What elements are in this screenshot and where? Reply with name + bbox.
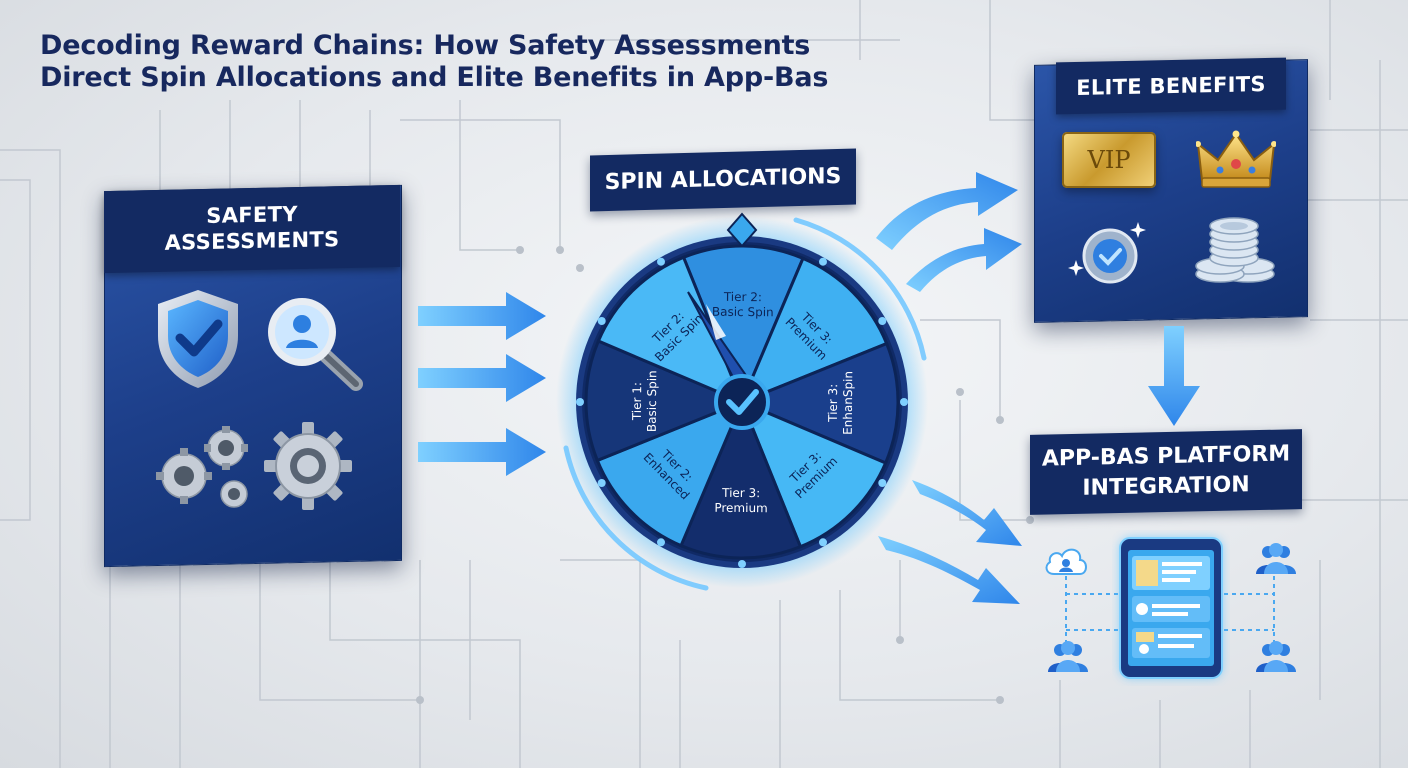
coins-icon [1195,217,1275,283]
spin-allocations-label-text: SPIN ALLOCATIONS [604,163,842,196]
gears-icon [156,426,248,508]
platform-label-line-2: INTEGRATION [1082,472,1250,501]
wheel-rim-dot [738,560,746,568]
users-icon [1048,641,1088,672]
safety-assessments-header: SAFETY ASSESSMENTS [104,184,400,274]
wheel-segment [584,339,746,463]
wheel-rim-dot [878,317,887,325]
wheel-rim-dot [878,479,887,487]
wheel-rim-dot [657,257,665,266]
wheel-segment [596,255,745,405]
title-line-1: Decoding Reward Chains: How Safety Asses… [40,30,811,61]
magnifier-user-icon [268,298,363,391]
wheel-segment [738,341,900,465]
wheel-top-marker [726,212,758,248]
safety-to-spin-arrows [418,292,546,476]
wheel-rim-dot [597,479,606,487]
tablet-icon [1119,537,1223,679]
spin-to-platform-arrows [878,480,1022,604]
wheel-rim-dot [819,257,827,266]
title-line-2: Direct Spin Allocations and Elite Benefi… [40,62,829,93]
platform-integration-label: APP-BAS PLATFORM INTEGRATION [1030,429,1302,515]
wheel-rim-dot [597,317,606,325]
shield-check-icon [158,290,238,388]
wheel-rim-dot [900,398,908,406]
users-icon [1256,641,1296,672]
gear-icon [264,422,352,510]
cloud-user-icon [1045,548,1087,575]
wheel-segment-label: Tier 3:EnhanSpin [826,371,856,435]
crown-icon [1196,130,1276,188]
users-icon [1256,543,1296,574]
wheel-segment-label: Tier 2:Basic Spin [712,290,774,320]
page-title: Decoding Reward Chains: How Safety Asses… [40,30,828,94]
wheel-segment [739,399,888,549]
vip-card-text: VIP [1087,146,1131,174]
wheel-segment-label: Tier 3:Premium [714,486,768,515]
elite-benefits-header-text: ELITE BENEFITS [1076,72,1266,100]
wheel-segment [679,398,803,560]
wheel-segment [739,256,889,405]
vip-card-icon: VIP [1062,132,1156,188]
wheel-rim-dot [819,538,827,547]
check-icon [714,374,770,430]
safety-header-line-2: ASSESSMENTS [164,227,340,255]
wheel-segment [681,244,805,406]
elite-benefits-header: ELITE BENEFITS [1056,57,1286,115]
elite-to-platform-arrow [1148,326,1200,426]
wheel-rim-dot [576,398,584,406]
badge-icon [1068,222,1146,284]
spin-to-elite-arrows [876,172,1022,292]
wheel-segment-label: Tier 1:Basic Spin [630,370,660,432]
wheel-rim-dot [657,538,665,547]
wheel-segment [595,399,745,548]
platform-label-line-1: APP-BAS PLATFORM [1041,441,1291,472]
spin-allocations-label: SPIN ALLOCATIONS [590,148,856,212]
